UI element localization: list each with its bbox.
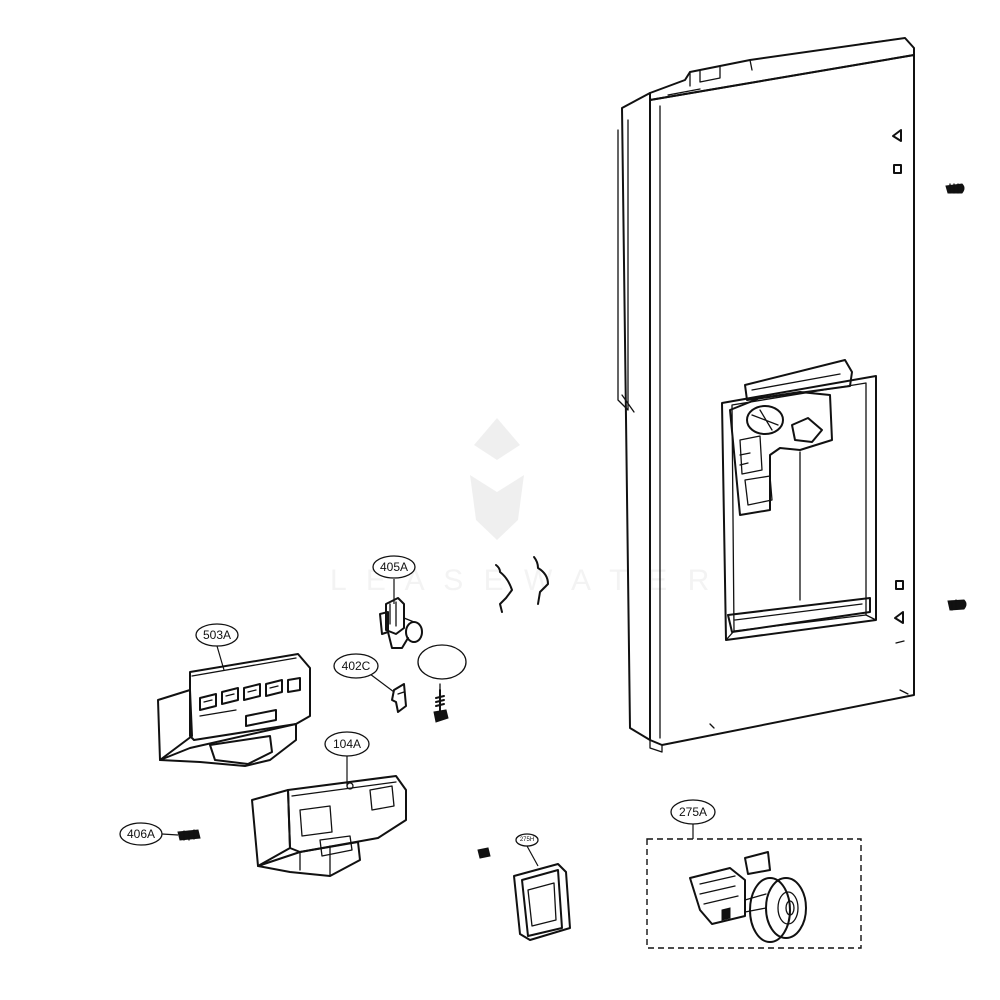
callout-label-275H: 275H [520,837,534,843]
callout-label-104A: 104A [333,737,361,751]
part-503A [157,653,311,767]
callout-405A: 405A [372,555,416,604]
part-104A [251,775,407,877]
callout-label-503A: 503A [203,628,231,642]
door-hinge-screw-bottom [947,599,967,611]
part-275H [513,863,571,941]
small-screw [477,847,491,859]
callout-503A: 503A [195,623,239,671]
callout-label-402C: 402C [342,659,371,673]
screw-part [433,683,449,723]
callout-label-275A: 275A [679,805,707,819]
door-hinge-screw-top [945,183,965,194]
part-406A [177,829,201,841]
part-405A [379,597,423,649]
callout-104A: 104A [324,731,370,786]
callout-label-406A: 406A [127,827,155,841]
part-275A [646,838,862,949]
callout-empty [417,644,467,680]
refrigerator-door [617,37,915,753]
spring-pair [495,556,549,613]
callout-275H: 275H [515,833,539,867]
callout-406A: 406A [119,822,179,846]
watermark-logo: L E A S E W A T E R [330,418,709,597]
callout-275A: 275A [670,799,716,839]
callout-402C: 402C [333,653,395,693]
part-402C [391,683,407,713]
callout-label-405A: 405A [380,560,408,574]
